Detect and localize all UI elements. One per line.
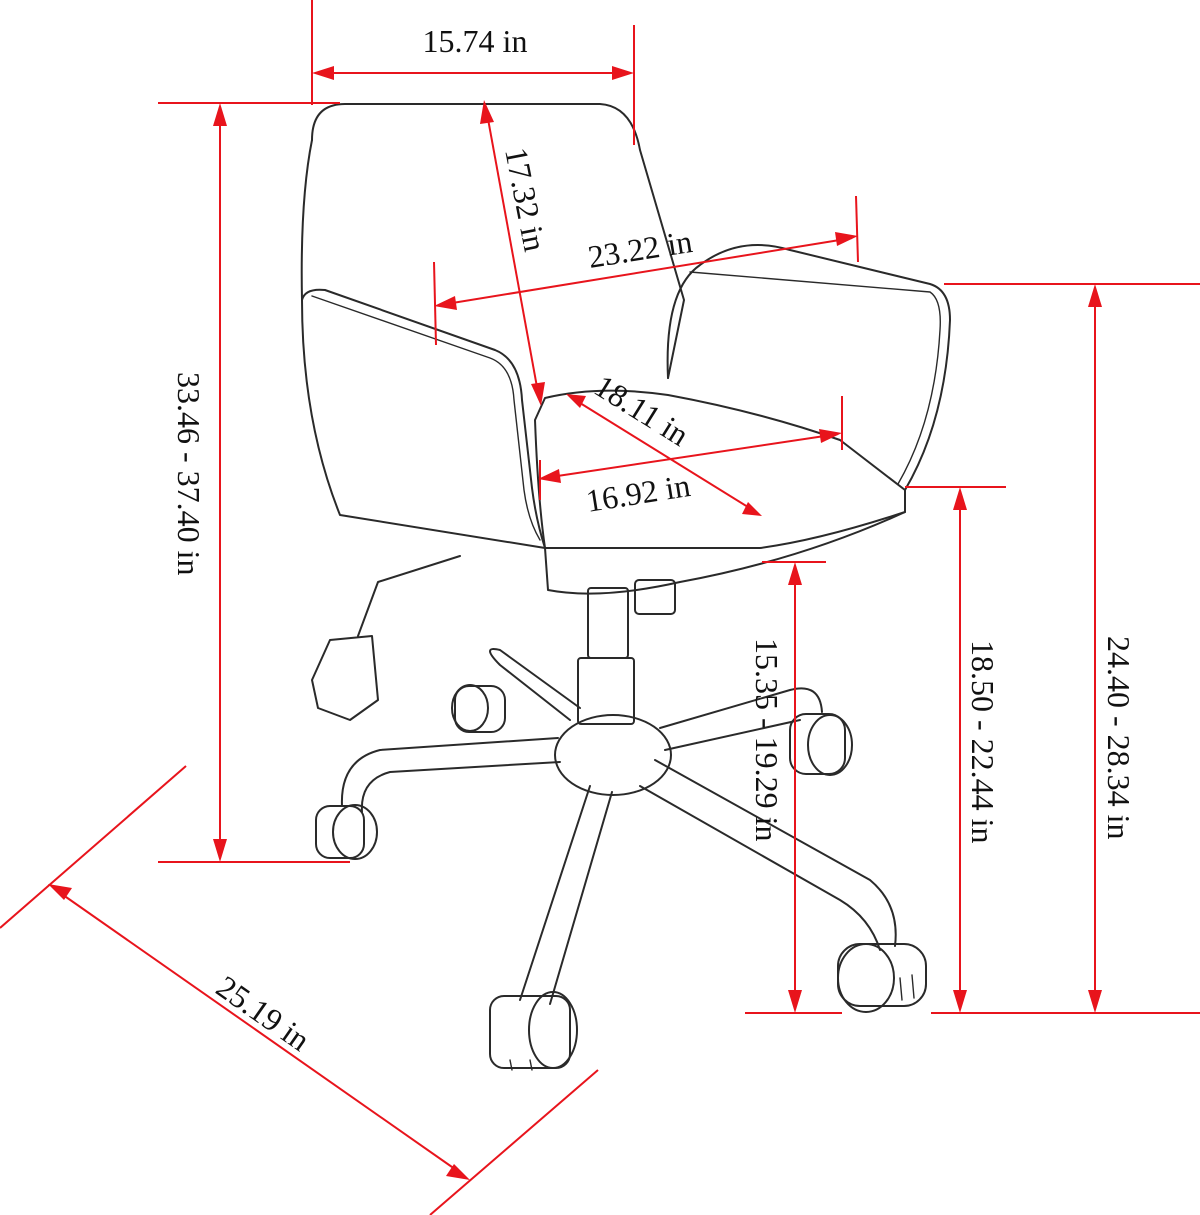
dim-arm-height: [944, 283, 1200, 1013]
dim-overall-width: [433, 195, 859, 346]
label-seat-height-floor: 15.35 - 19.29 in: [749, 638, 785, 842]
caster-front: [489, 991, 578, 1071]
seat-bottom: [544, 511, 906, 595]
label-back-height: 17.32 in: [498, 144, 553, 254]
leg-back-left: [489, 648, 581, 721]
office-chair-drawing: [300, 103, 951, 1071]
dim-seat-depth: [566, 394, 762, 516]
dim-seat-width: [538, 396, 843, 500]
caster-right-back: [789, 713, 853, 776]
label-overall-height: 33.46 - 37.40 in: [171, 372, 207, 576]
dim-overall-height: [158, 102, 350, 863]
dim-seat-height: [905, 486, 1200, 1014]
leg-back-right: [659, 687, 823, 751]
left-armrest: [301, 288, 546, 549]
dimension-labels: 15.74 in 17.32 in 23.22 in 18.11 in 16.9…: [171, 23, 1137, 1058]
seat-cushion: [534, 389, 906, 549]
label-arm-height: 24.40 - 28.34 in: [1101, 636, 1137, 840]
label-seat-depth: 18.11 in: [588, 367, 695, 452]
leg-left: [340, 737, 561, 813]
caster-right-front: [837, 943, 927, 1013]
dim-back-height: [480, 100, 545, 406]
label-seat-width: 16.92 in: [583, 467, 692, 519]
backrest-outline: [311, 103, 685, 379]
left-armrest-inner-edge: [311, 295, 541, 541]
label-back-width: 15.74 in: [423, 23, 528, 59]
left-armrest-outer: [301, 299, 546, 549]
caster-back: [451, 684, 506, 733]
gas-cylinder-upper: [587, 587, 629, 659]
dim-base-diameter: [0, 765, 599, 1215]
lever-handle: [311, 635, 379, 721]
gas-cylinder-lower: [577, 657, 635, 725]
label-base-diameter: 25.19 in: [210, 968, 317, 1058]
mechanism-block: [634, 579, 676, 615]
dim-back-width: [311, 0, 635, 145]
dim-seat-height-floor: [745, 561, 842, 1014]
right-armrest-inner-edge: [689, 271, 941, 485]
caster-left: [315, 804, 378, 860]
right-armrest: [666, 244, 951, 491]
label-seat-height: 18.50 - 22.44 in: [965, 640, 1001, 844]
base-hub: [554, 714, 672, 796]
backrest-left-edge: [300, 139, 313, 301]
leg-front: [519, 785, 613, 1005]
tilt-lever: [357, 555, 461, 637]
